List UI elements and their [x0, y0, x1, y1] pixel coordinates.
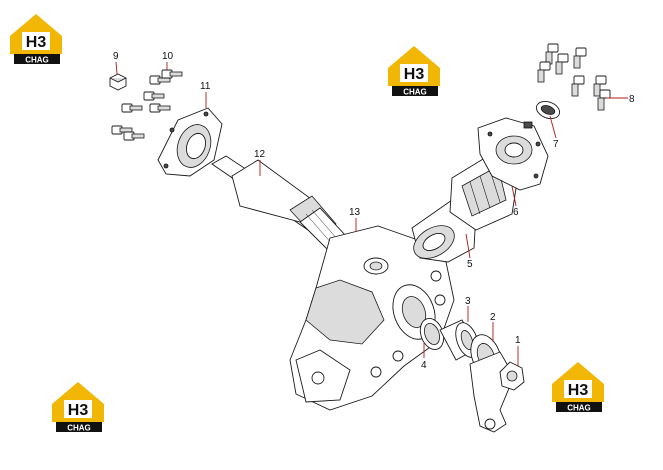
- callout-11: 11: [200, 81, 211, 92]
- logo-letters: H3: [568, 382, 589, 399]
- part-12-input-shaft: [211, 155, 347, 253]
- callout-1: 1: [515, 335, 521, 346]
- brand-logo: H3 CHAG: [388, 46, 440, 97]
- callout-7: 7: [553, 139, 559, 150]
- callout-labels: 1 2 3 4 5 6 7 8 9 10 11 12 13: [113, 51, 635, 371]
- logo-caption: CHAG: [567, 404, 591, 413]
- callout-5: 5: [467, 259, 473, 270]
- logo-letters: H3: [404, 66, 425, 83]
- callout-8: 8: [629, 94, 635, 105]
- callout-9: 9: [113, 51, 119, 62]
- logo-letters: H3: [68, 402, 89, 419]
- brand-logo: H3 CHAG: [52, 382, 104, 433]
- part-9-nut: [109, 73, 127, 91]
- logo-caption: CHAG: [403, 88, 427, 97]
- callout-3: 3: [465, 296, 471, 307]
- logo-caption: CHAG: [67, 424, 91, 433]
- valve-top-cover: [477, 117, 549, 191]
- part-7-seal-ring: [535, 100, 561, 120]
- callout-10: 10: [162, 51, 174, 62]
- logo-letters: H3: [26, 34, 47, 51]
- part-1-pitman-arm: [469, 351, 525, 433]
- callout-12: 12: [254, 149, 266, 160]
- part-8-bolts: [537, 43, 611, 111]
- leader-9: [115, 61, 118, 75]
- callout-13: 13: [349, 207, 361, 218]
- part-11-flange-cover: [157, 107, 223, 177]
- part-10-bolts: [111, 69, 183, 141]
- leader-6: [511, 185, 517, 207]
- logo-caption: CHAG: [25, 56, 49, 65]
- callout-2: 2: [490, 312, 496, 323]
- leader-7: [549, 115, 557, 139]
- leader-5: [465, 233, 471, 259]
- brand-logo: H3 CHAG: [552, 362, 604, 413]
- callout-4: 4: [421, 360, 427, 371]
- callout-6: 6: [513, 207, 519, 218]
- brand-logo: H3 CHAG: [10, 14, 62, 65]
- leader-lines: [115, 61, 628, 366]
- part-4-oring: [419, 318, 445, 350]
